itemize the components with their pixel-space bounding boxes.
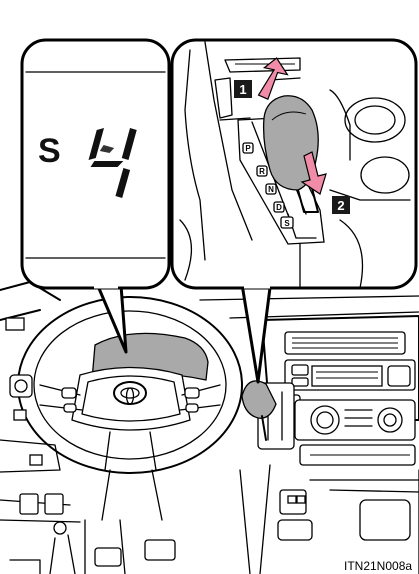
gate-letter-r: R xyxy=(259,167,265,176)
dashboard-scene xyxy=(0,272,419,574)
gear-digit-value: 4 xyxy=(0,0,1,1)
steering-wheel xyxy=(18,297,242,520)
gate-letter-p: P xyxy=(245,144,251,153)
dash-shift-lever xyxy=(242,381,294,449)
shifter-inset-panel: P R N D S 1 2 xyxy=(172,40,416,288)
gate-letter-d: D xyxy=(276,203,282,212)
callout-2-label: 2 xyxy=(337,198,344,213)
gate-letter-s: S xyxy=(284,219,290,228)
shift-mode-letter: S xyxy=(38,132,61,170)
gear-display-panel: S 4 xyxy=(0,0,169,288)
callout-2: 2 xyxy=(332,196,350,214)
figure-code: ITN21N008a xyxy=(344,559,412,573)
gate-letter-n: N xyxy=(268,185,274,194)
callout-1: 1 xyxy=(234,80,252,98)
callout-1-label: 1 xyxy=(239,82,246,97)
